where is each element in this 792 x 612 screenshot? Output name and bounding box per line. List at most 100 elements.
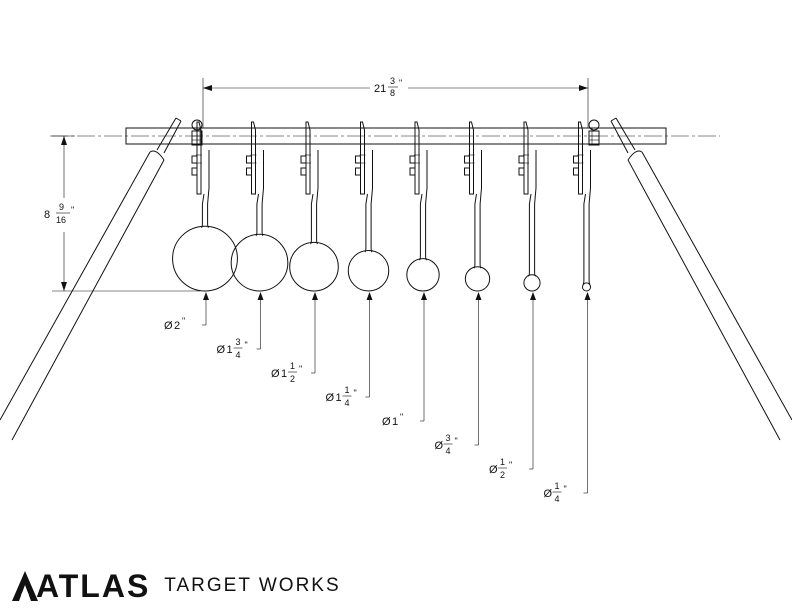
brand-logo-block: ATLAS TARGET WORKS: [12, 568, 341, 604]
target-7: Ø1 2 ": [489, 121, 541, 480]
paddle-neck-left: [201, 193, 205, 229]
hanger-strap: [578, 121, 583, 195]
diameter-numerator: 1: [290, 361, 295, 371]
target-disc: [289, 241, 339, 292]
diameter-denominator: 4: [236, 350, 241, 360]
width-unit: ": [399, 78, 402, 88]
paddle-neck-right: [425, 150, 428, 261]
diameter-unit: ": [455, 436, 458, 446]
target-disc: [230, 233, 289, 292]
hanger-clip: [191, 155, 198, 164]
diameter-unit: ": [400, 412, 403, 422]
height-numerator: 9: [59, 202, 64, 212]
paddle-neck-right: [479, 150, 482, 269]
left-leg: [0, 117, 182, 441]
hanger-clip: [464, 155, 470, 164]
diameter-denominator: 2: [290, 374, 295, 384]
diameter-whole: 1: [281, 368, 287, 380]
diameter-whole: 1: [336, 392, 342, 404]
diameter-symbol: Ø: [326, 392, 335, 404]
diameter-numerator: 3: [236, 337, 241, 347]
paddle-neck-right: [588, 150, 591, 285]
diameter-symbol: Ø: [382, 416, 391, 428]
height-unit: ": [71, 205, 74, 215]
diameter-denominator: 4: [555, 494, 560, 504]
paddle-neck-left: [582, 193, 586, 285]
target-disc: [523, 274, 541, 292]
diameter-unit: ": [245, 340, 248, 350]
diameter-denominator: 2: [500, 470, 505, 480]
hanger-clip: [300, 155, 307, 164]
hanger-strap: [360, 121, 365, 195]
hanger-strap: [305, 121, 311, 195]
height-whole: 8: [44, 209, 50, 221]
diameter-unit: ": [509, 460, 512, 470]
paddle-neck-left: [364, 193, 368, 253]
diameter-denominator: 4: [345, 398, 350, 408]
width-denominator: 8: [390, 88, 395, 98]
target-disc: [464, 266, 491, 292]
right-leg: [610, 117, 792, 441]
diameter-numerator: 1: [345, 385, 350, 395]
hanger-strap: [469, 121, 474, 195]
hanger-strap: [414, 121, 420, 195]
diameter-unit: ": [299, 364, 302, 374]
target-disc: [172, 225, 238, 292]
target-disc: [406, 258, 440, 292]
width-numerator: 3: [390, 76, 395, 86]
paddle-neck-right: [261, 150, 264, 237]
diameter-whole: 2: [174, 320, 180, 332]
height-denominator: 16: [56, 215, 66, 225]
paddle-neck-left: [255, 193, 259, 237]
width-dimension: 21 3 8 ": [202, 76, 589, 128]
paddle-neck-right: [370, 150, 373, 253]
paddle-neck-right: [316, 150, 319, 245]
diameter-whole: 1: [392, 416, 398, 428]
diameter-whole: 1: [227, 344, 233, 356]
target-6: Ø3 4 ": [435, 121, 491, 456]
diameter-symbol: Ø: [217, 344, 226, 356]
diameter-numerator: 3: [446, 433, 451, 443]
paddle-neck-left: [473, 193, 477, 269]
hanger-strap: [196, 121, 202, 195]
hanger-strap: [251, 121, 256, 195]
hanger-strap: [523, 121, 529, 195]
hanger-clip: [518, 155, 525, 164]
right-clamp-bolt: [588, 119, 600, 146]
diameter-numerator: 1: [555, 481, 560, 491]
paddle-neck-left: [310, 193, 314, 245]
diameter-symbol: Ø: [164, 320, 173, 332]
diameter-symbol: Ø: [271, 368, 280, 380]
diameter-unit: ": [564, 484, 567, 494]
atlas-a-logo-icon: [12, 571, 38, 601]
target-disc: [347, 250, 390, 292]
diameter-numerator: 1: [500, 457, 505, 467]
diameter-symbol: Ø: [489, 464, 498, 476]
hanger-clip: [246, 155, 252, 164]
paddle-neck-right: [207, 150, 210, 229]
hanger-clip: [355, 155, 361, 164]
brand-subtitle: TARGET WORKS: [164, 575, 341, 596]
hanger-clip: [573, 155, 579, 164]
paddle-neck-right: [534, 150, 537, 277]
paddle-neck-left: [528, 193, 532, 277]
brand-name: ATLAS: [36, 567, 151, 604]
paddle-neck-left: [419, 193, 423, 261]
diameter-unit: ": [354, 388, 357, 398]
target-8: Ø1 4 ": [544, 121, 592, 504]
target-disc: [581, 282, 592, 292]
diameter-unit: ": [182, 316, 185, 326]
width-whole: 21: [374, 83, 386, 95]
diameter-symbol: Ø: [435, 440, 444, 452]
diameter-denominator: 4: [446, 446, 451, 456]
hanger-clip: [409, 155, 416, 164]
height-dimension: 8 9 16 ": [44, 135, 200, 292]
diameter-symbol: Ø: [544, 488, 553, 500]
